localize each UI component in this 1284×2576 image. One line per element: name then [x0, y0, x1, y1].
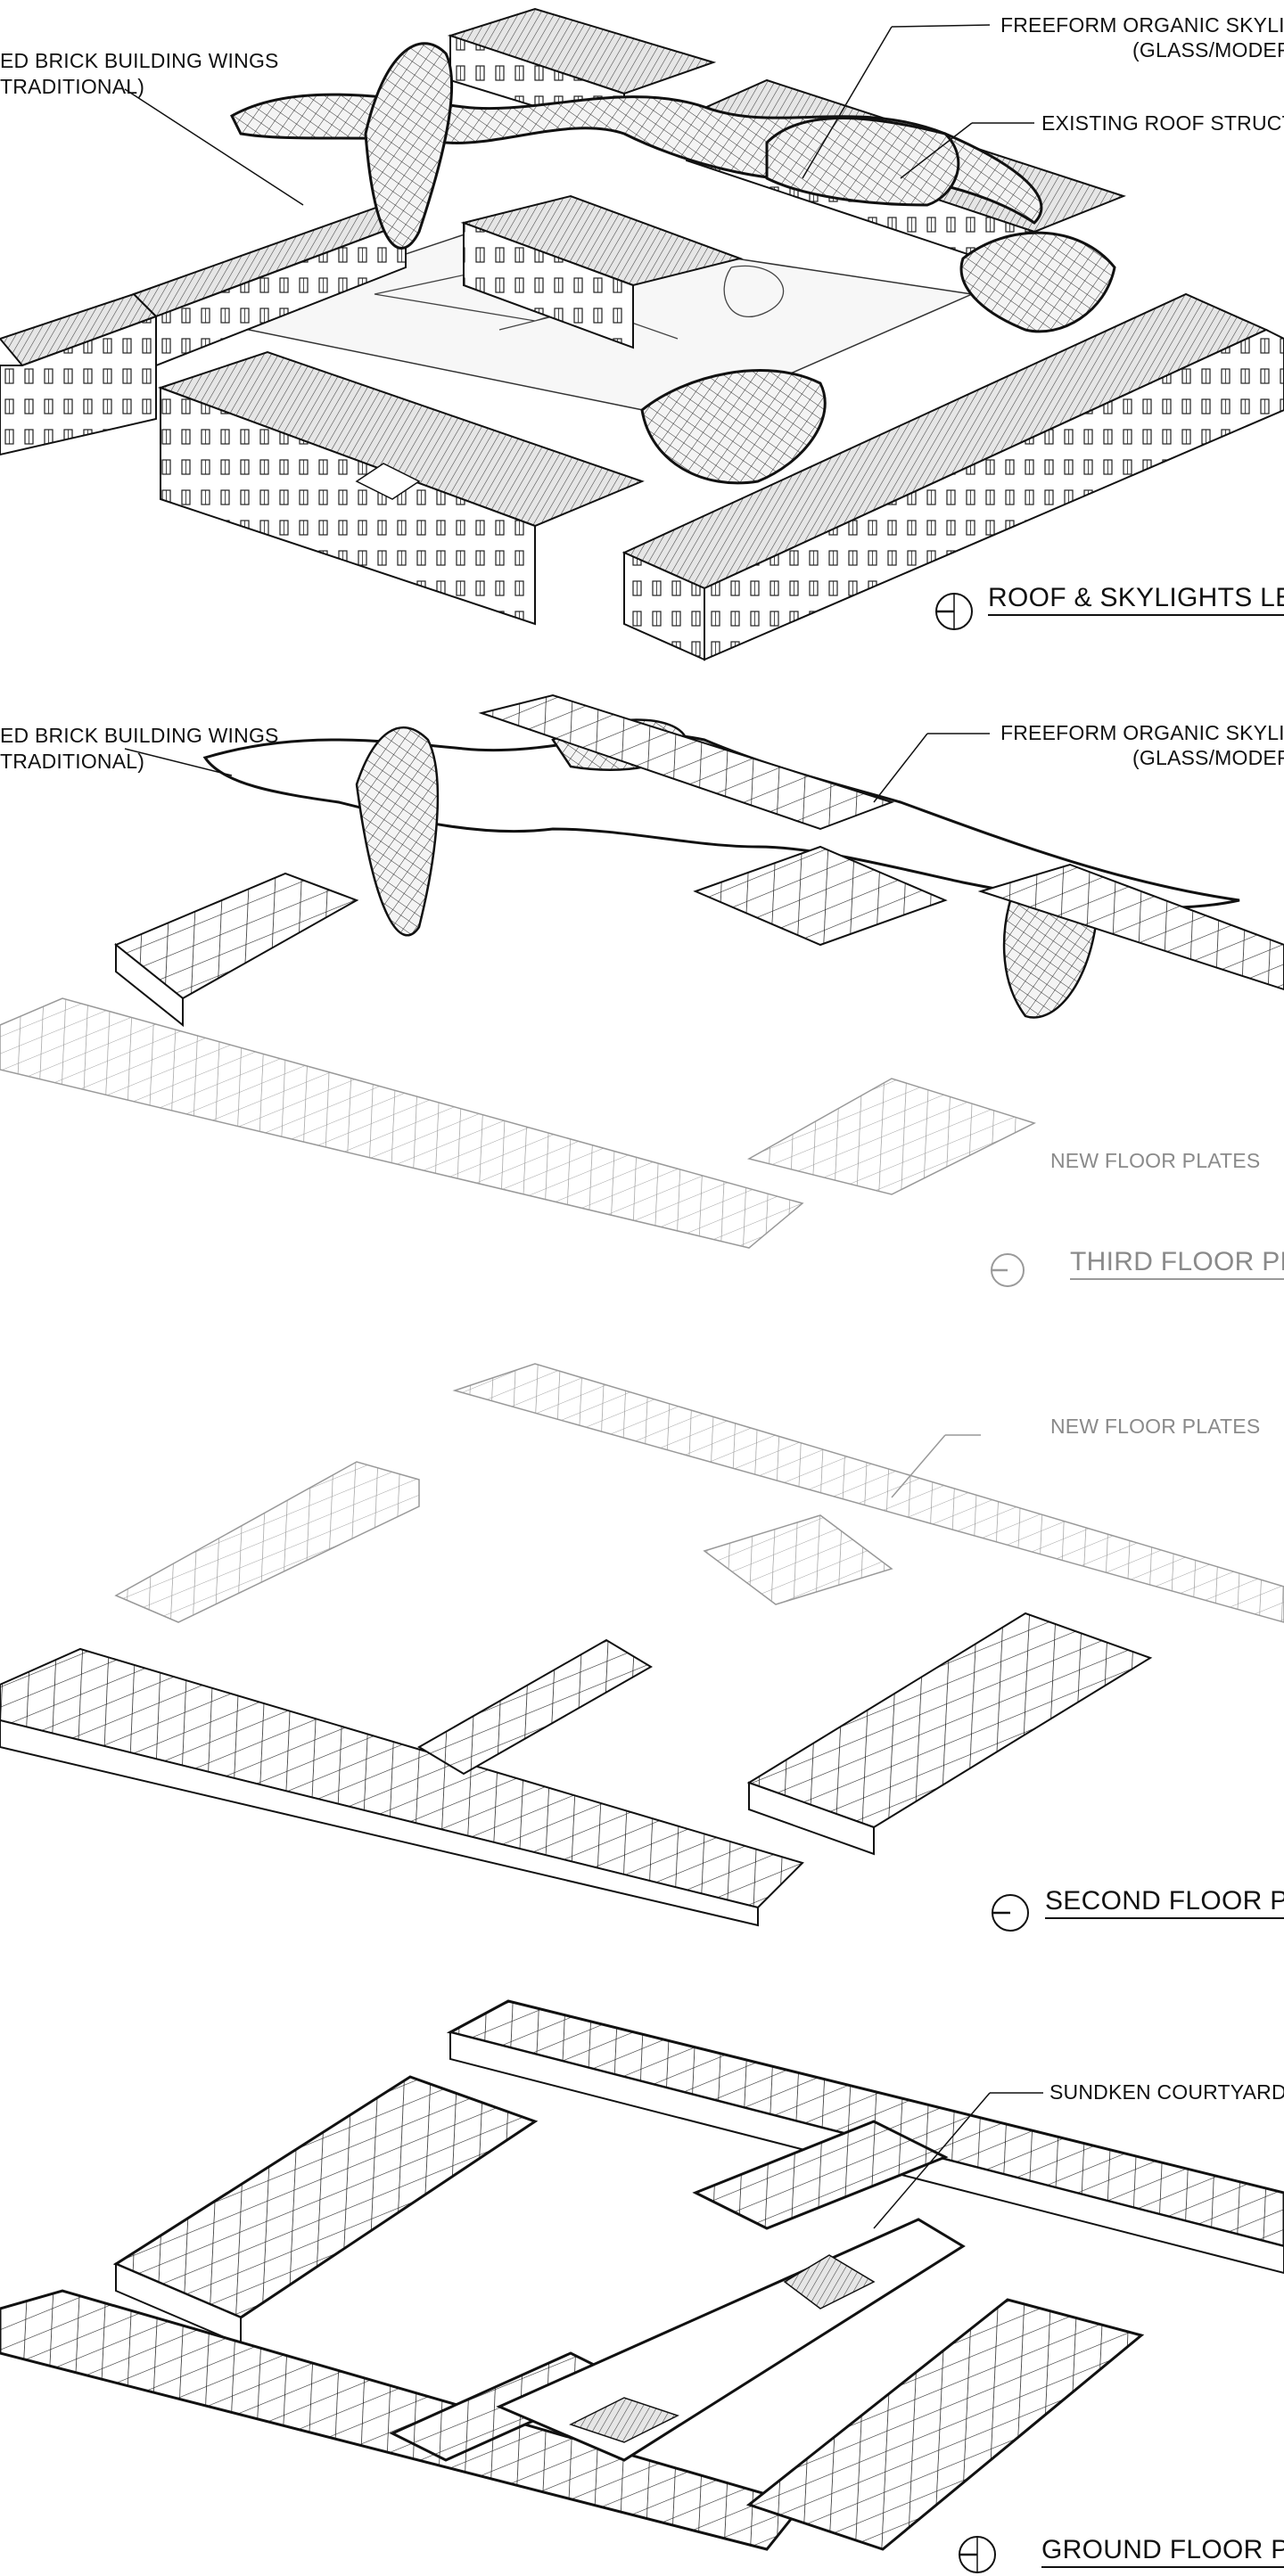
- second-callouts: NEW FLOOR PLATES: [891, 1415, 1260, 1498]
- ground-title-block: GROUND FLOOR PLA: [959, 2535, 1284, 2573]
- sunken-courtyard: [496, 2218, 966, 2462]
- roof-level-title: ROOF & SKYLIGHTS LEVE: [988, 583, 1284, 612]
- third-faded-plates: [0, 997, 1036, 1249]
- third-callout-wings-line2: TRADITIONAL): [0, 750, 144, 773]
- ground-floor-title: GROUND FLOOR PLA: [1041, 2535, 1284, 2564]
- third-callout-skylight-line1: FREEFORM ORGANIC SKYLIGHT: [1000, 721, 1284, 744]
- second-floor-plates: [0, 1612, 1153, 1927]
- third-callout-skylight-line2: (GLASS/MODERN: [1132, 746, 1284, 769]
- central-block: [460, 194, 744, 349]
- building-wing-right: [621, 292, 1284, 661]
- ground-floor-panel: SUNDKEN COURTYARD GROUND FLOOR PLA: [0, 1999, 1284, 2573]
- roof-title-block: ROOF & SKYLIGHTS LEVE: [935, 583, 1284, 630]
- roof-callout-existing-roof: EXISTING ROOF STRUCTUR: [1041, 111, 1284, 135]
- third-callout-wings-line1: ED BRICK BUILDING WINGS: [0, 724, 279, 747]
- third-floor-title: THIRD FLOOR PLA: [1070, 1247, 1284, 1276]
- third-callouts: ED BRICK BUILDING WINGS TRADITIONAL) FRE…: [0, 721, 1284, 1172]
- third-floor-plates: [114, 693, 1284, 1028]
- roof-level-panel: ED BRICK BUILDING WINGS TRADITIONAL) FRE…: [0, 7, 1284, 661]
- third-title-block: THIRD FLOOR PLA: [991, 1247, 1284, 1287]
- roof-callout-skylight-line1: FREEFORM ORGANIC SKYLIGHT: [1000, 13, 1284, 37]
- building-wing-front: [157, 350, 645, 626]
- second-callout-new-plates: NEW FLOOR PLATES: [1050, 1415, 1260, 1438]
- third-callout-new-plates: NEW FLOOR PLATES: [1050, 1149, 1260, 1172]
- third-floor-panel: ED BRICK BUILDING WINGS TRADITIONAL) FRE…: [0, 693, 1284, 1287]
- second-floor-title: SECOND FLOOR PLA: [1045, 1886, 1284, 1916]
- freeform-skylights: [230, 42, 1116, 485]
- second-title-block: SECOND FLOOR PLA: [992, 1886, 1284, 1932]
- ground-callouts: SUNDKEN COURTYARD: [873, 2080, 1284, 2229]
- building-wing-far-left: [0, 292, 158, 456]
- second-faded-plates: [114, 1363, 1284, 1623]
- roof-callouts: ED BRICK BUILDING WINGS TRADITIONAL) FRE…: [0, 13, 1284, 206]
- roof-callout-skylight-line2: (GLASS/MODERN: [1132, 38, 1284, 62]
- ground-callout-courtyard: SUNDKEN COURTYARD: [1049, 2080, 1284, 2104]
- roof-callout-wings-line2: TRADITIONAL): [0, 75, 144, 98]
- roof-callout-wings-line1: ED BRICK BUILDING WINGS: [0, 49, 279, 72]
- second-floor-panel: NEW FLOOR PLATES SECOND FLOOR PLA: [0, 1363, 1284, 1932]
- building-wing-back-left: [132, 203, 407, 367]
